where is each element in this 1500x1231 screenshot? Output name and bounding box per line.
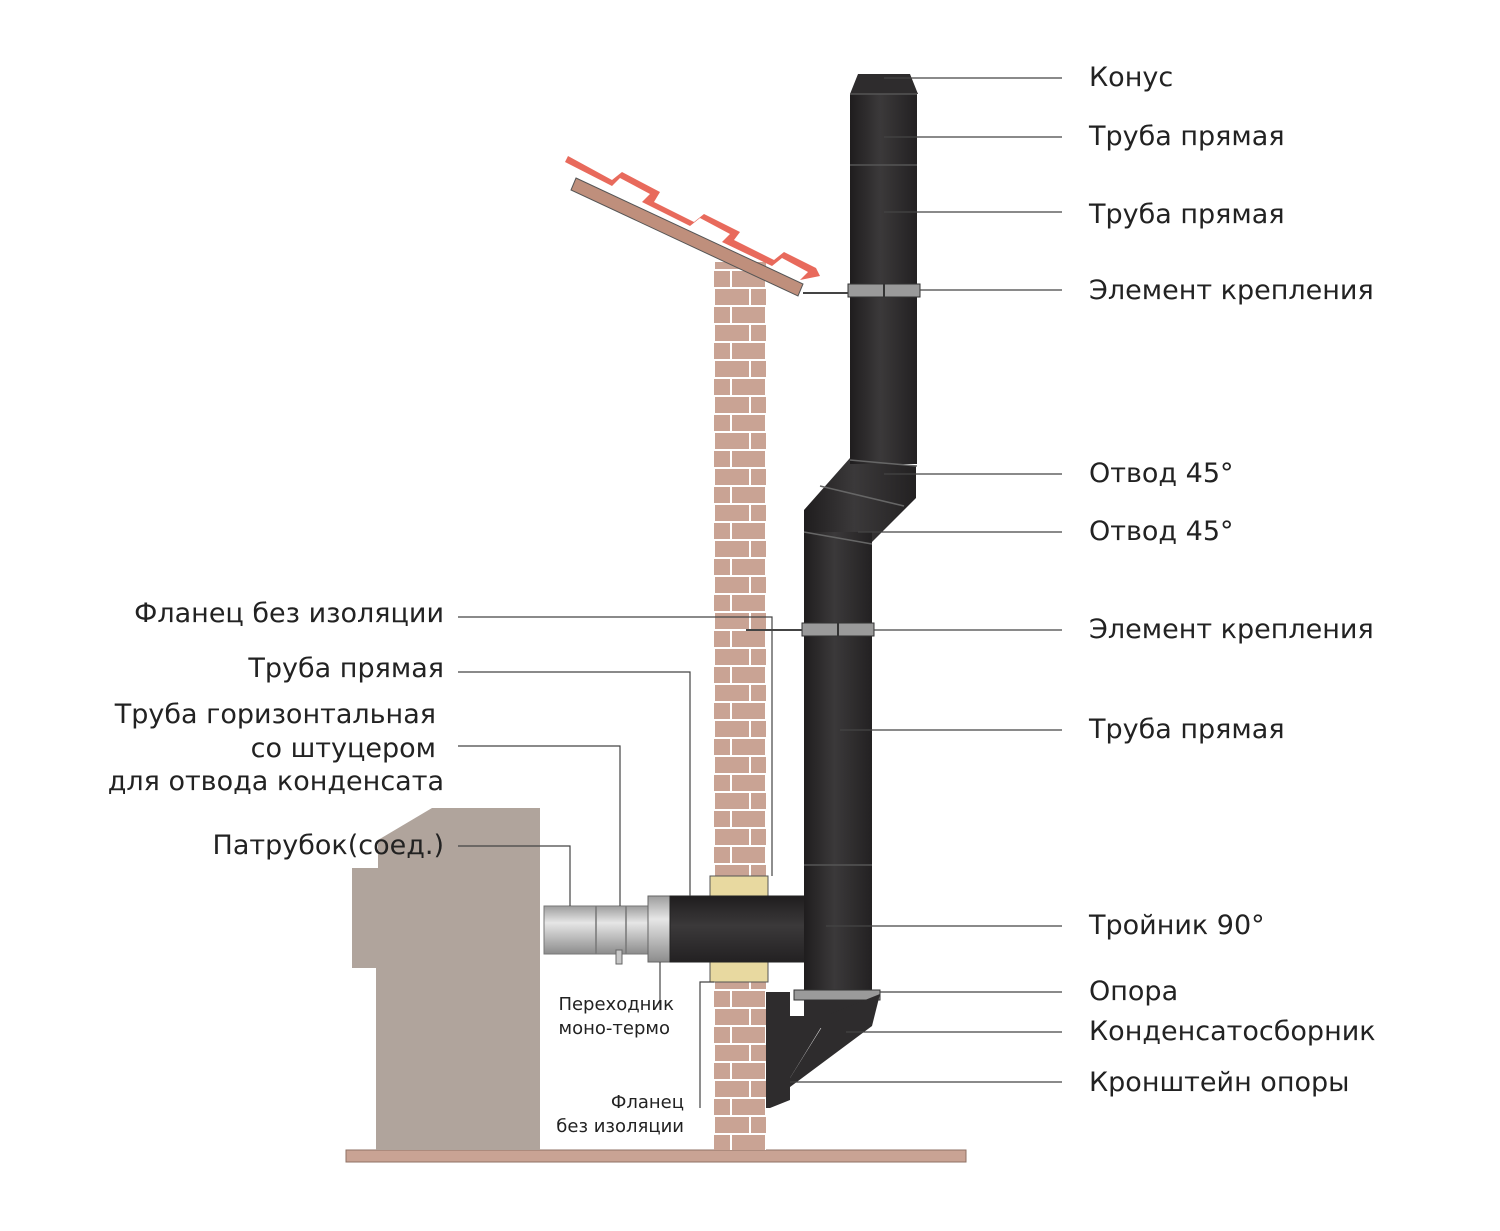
support-assembly bbox=[766, 989, 881, 1108]
label-fastening-1: Элемент крепления bbox=[1089, 275, 1374, 306]
leader-lines-left bbox=[458, 616, 773, 1108]
clamp-top bbox=[803, 283, 921, 298]
label-elbow-2: Отвод 45° bbox=[1089, 516, 1234, 547]
label-pipe-straight-2: Труба прямая bbox=[1089, 199, 1285, 230]
connector-pipe bbox=[543, 905, 653, 955]
label-support: Опора bbox=[1089, 976, 1179, 1007]
label-support-bracket: Кронштейн опоры bbox=[1089, 1067, 1350, 1098]
label-condensate-collector: Конденсатосборник bbox=[1089, 1016, 1376, 1047]
label-fastening-2: Элемент крепления bbox=[1089, 614, 1374, 645]
label-flange-top: Фланец без изоляции bbox=[134, 598, 444, 629]
label-cone: Конус bbox=[1089, 62, 1174, 93]
leader-lines-right bbox=[790, 77, 1062, 1083]
boiler bbox=[352, 808, 540, 1150]
label-horizontal-pipe-line1: Труба горизонтальная bbox=[114, 699, 436, 730]
label-flange-bottom-line2: без изоляции bbox=[556, 1116, 684, 1137]
mono-thermo-adapter bbox=[647, 895, 673, 963]
label-horizontal-pipe-line3: для отвода конденсата bbox=[107, 766, 444, 797]
floor-base bbox=[345, 1149, 967, 1163]
main-flue bbox=[803, 74, 918, 992]
label-flange-bottom-line1: Фланец bbox=[610, 1092, 684, 1113]
label-horizontal-pipe-line2: со штуцером bbox=[250, 733, 436, 764]
brick-wall bbox=[714, 262, 766, 1150]
roof bbox=[565, 156, 820, 297]
label-adapter-line1: Переходник bbox=[558, 994, 674, 1015]
label-pipe-straight-1: Труба прямая bbox=[1089, 121, 1285, 152]
condensate-nozzle bbox=[615, 949, 623, 965]
insulation-bottom bbox=[709, 961, 769, 983]
label-connector: Патрубок(соед.) bbox=[212, 830, 444, 861]
label-tee: Тройник 90° bbox=[1089, 910, 1265, 941]
label-pipe-straight-left: Труба прямая bbox=[248, 653, 444, 684]
label-pipe-straight-3: Труба прямая bbox=[1089, 714, 1285, 745]
label-elbow-1: Отвод 45° bbox=[1089, 458, 1234, 489]
insulation-top bbox=[709, 875, 769, 897]
label-adapter-line2: моно-термо bbox=[558, 1018, 670, 1039]
